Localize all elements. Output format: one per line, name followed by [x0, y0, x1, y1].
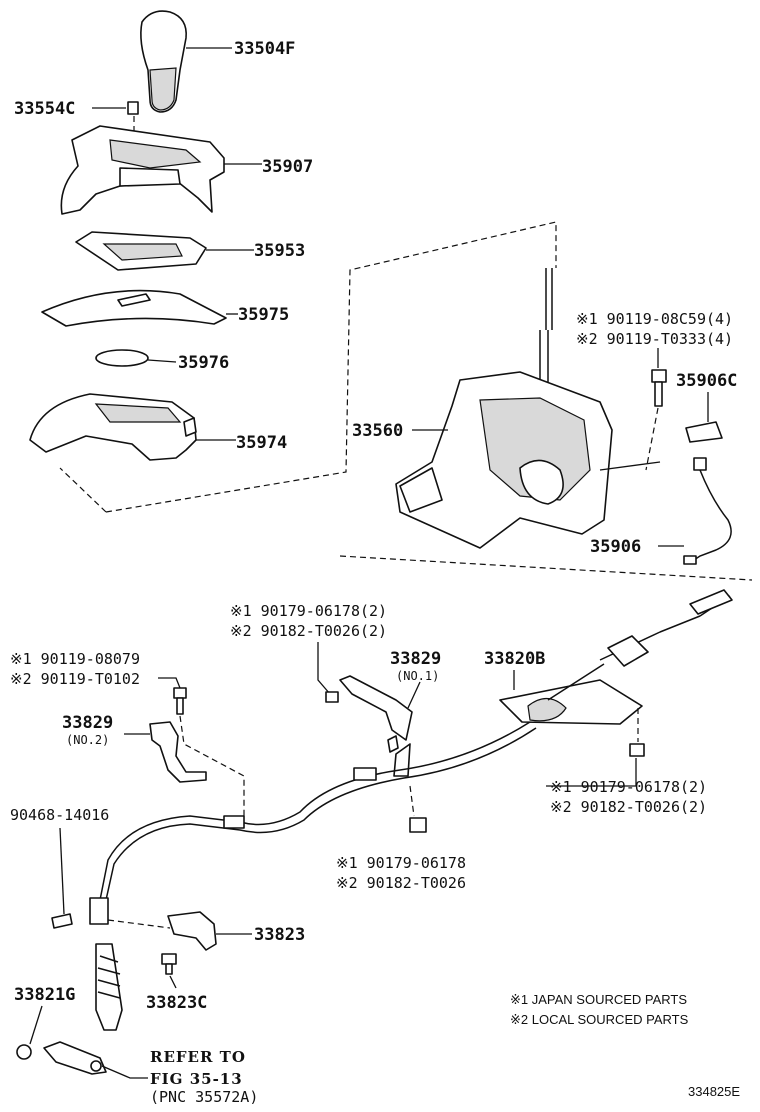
label-nut-right-2: ※2 90182-T0026(2): [550, 798, 707, 816]
assembly-boundary: [59, 221, 753, 581]
bolt-top: [645, 348, 667, 471]
nut-upper: [317, 642, 339, 703]
nut-mid: [409, 785, 427, 833]
bolt-33823C: [161, 953, 177, 989]
emblem-35976: [95, 349, 177, 367]
label-bolt-top-2: ※2 90119-T0333(4): [576, 330, 733, 348]
shift-lever-assembly-33560: [395, 268, 661, 549]
housing-35907: [60, 125, 262, 215]
clip-35906C: [685, 392, 723, 443]
refer-line-2: FIG 35-13: [150, 1070, 243, 1088]
label-nut-upper-2: ※2 90182-T0026(2): [230, 622, 387, 640]
label-35974: 35974: [236, 433, 287, 453]
label-33829-no2: 33829: [62, 713, 113, 733]
label-33829-no2-sub: (NO.2): [66, 733, 109, 747]
label-bolt-left-2: ※2 90119-T0102: [10, 670, 140, 688]
label-35975: 35975: [238, 305, 289, 325]
label-35906C: 35906C: [676, 371, 737, 391]
shift-knob-33504F: [140, 10, 232, 113]
label-33504F: 33504F: [234, 39, 295, 59]
figure-id: 334825E: [688, 1084, 740, 1099]
label-nut-right-1: ※1 90179-06178(2): [550, 778, 707, 796]
legend-note-2: ※2 LOCAL SOURCED PARTS: [510, 1012, 689, 1027]
label-33821G: 33821G: [14, 985, 75, 1005]
label-nut-mid-2: ※2 90182-T0026: [336, 874, 466, 892]
label-nut-mid-1: ※1 90179-06178: [336, 854, 466, 872]
bracket-33823: [107, 911, 252, 951]
label-33829-no1-sub: (NO.1): [396, 669, 439, 683]
label-35976: 35976: [178, 353, 229, 373]
nut-right: [546, 708, 645, 787]
cable-33820B: [89, 589, 733, 1031]
label-clip: 90468-14016: [10, 806, 109, 824]
legend-note-1: ※1 JAPAN SOURCED PARTS: [510, 992, 687, 1007]
bracket-33829-no2: [124, 721, 207, 783]
bolt-left: [158, 677, 245, 816]
label-33823: 33823: [254, 925, 305, 945]
label-33560: 33560: [352, 421, 403, 441]
plate-35953: [75, 231, 254, 271]
refer-line-1: REFER TO: [150, 1048, 246, 1066]
label-33829-no1: 33829: [390, 649, 441, 669]
label-33820B: 33820B: [484, 649, 545, 669]
label-35906: 35906: [590, 537, 641, 557]
label-bolt-left-1: ※1 90119-08079: [10, 650, 140, 668]
bezel-35974: [29, 393, 236, 461]
label-nut-upper-1: ※1 90179-06178(2): [230, 602, 387, 620]
nut-33821G: [16, 1005, 148, 1079]
cover-35975: [41, 289, 238, 327]
refer-line-3: (PNC 35572A): [150, 1088, 258, 1106]
label-35907: 35907: [262, 157, 313, 177]
label-33823C: 33823C: [146, 993, 207, 1013]
harness-35906: [658, 457, 732, 565]
label-35953: 35953: [254, 241, 305, 261]
clip-90468: [51, 827, 73, 929]
label-bolt-top-1: ※1 90119-08C59(4): [576, 310, 733, 328]
bracket-33829-no1: [339, 675, 421, 777]
label-33554C: 33554C: [14, 99, 75, 119]
